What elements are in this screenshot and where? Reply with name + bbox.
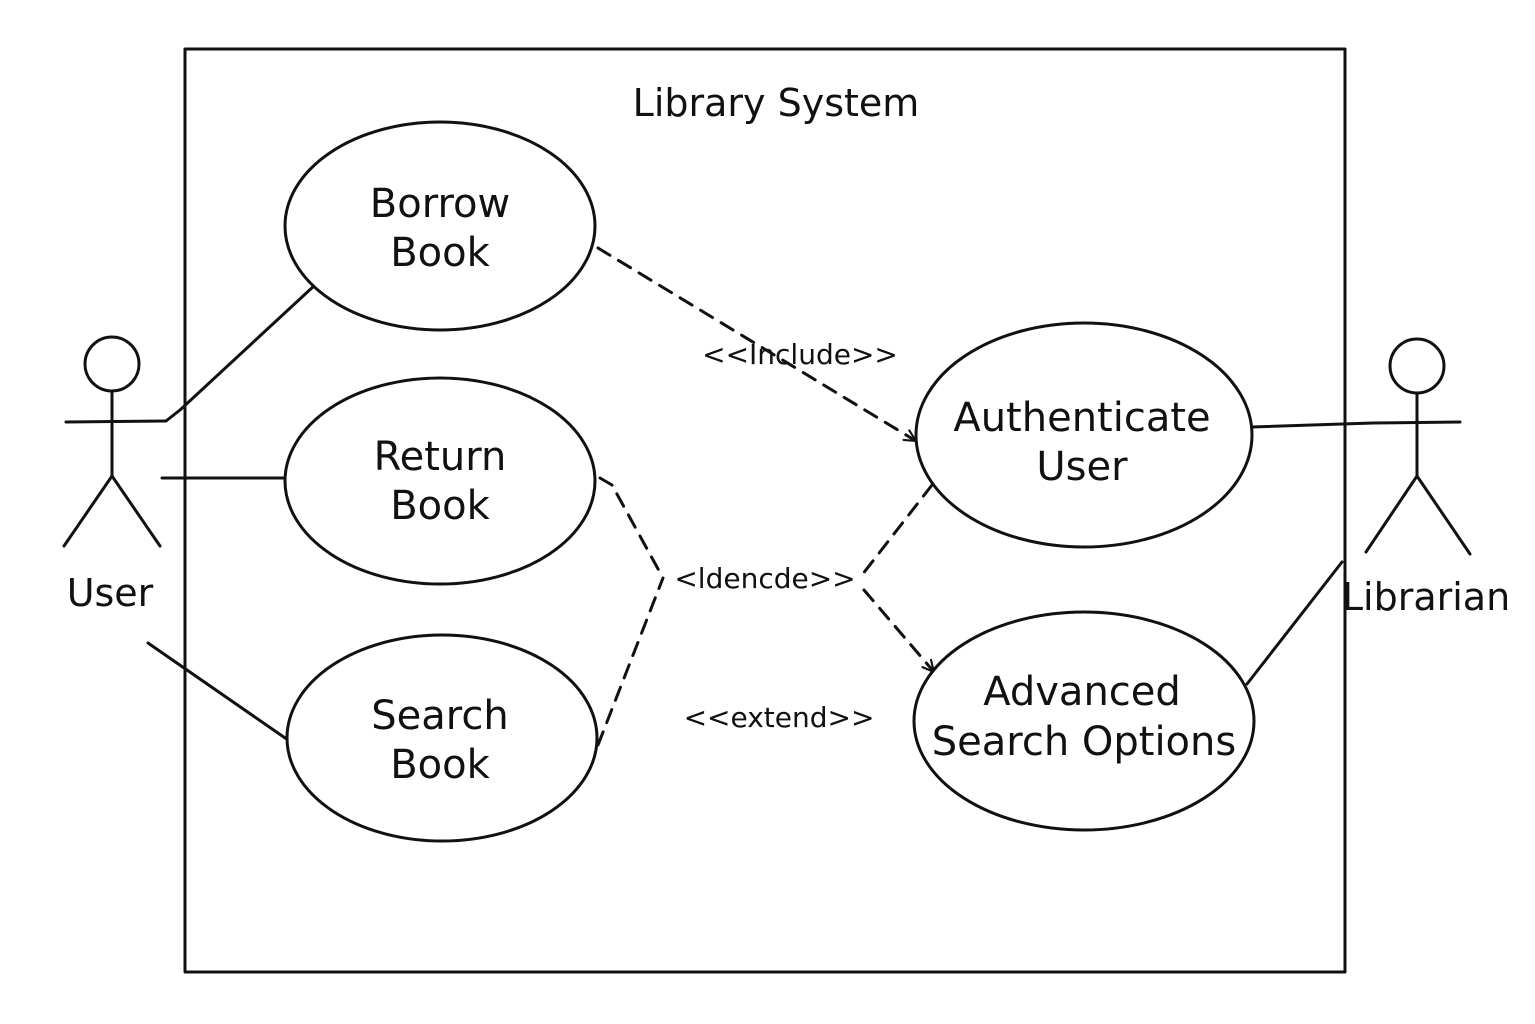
- association-librarian-authenticate-user: [1250, 421, 1375, 429]
- use-case-return-book-line2: Book: [390, 483, 490, 529]
- dependency-return-branch: [598, 476, 665, 580]
- dependency-search-branch: [596, 576, 665, 747]
- include-borrow-to-authenticate: [596, 246, 918, 443]
- use-case-advanced-search-line2: Search Options: [932, 719, 1236, 765]
- use-case-authenticate-user-shape: [914, 321, 1254, 549]
- use-case-borrow-book-line2: Book: [390, 230, 490, 276]
- use-case-return-book-shape: [283, 376, 597, 586]
- actor-user-arms: [64, 419, 168, 424]
- actor-librarian-arms: [1371, 420, 1462, 425]
- use-case-return-book-line1: Return: [374, 434, 507, 480]
- extend-stereotype-label: <<extend>>: [684, 701, 875, 734]
- use-case-advanced-search-line1: Advanced: [983, 669, 1181, 715]
- actor-user-left-leg: [62, 474, 114, 548]
- association-user-borrow-book: [164, 283, 317, 423]
- association-librarian-advanced-search: [1245, 560, 1344, 686]
- actor-user-label: User: [67, 571, 154, 615]
- use-case-authenticate-user-line1: Authenticate: [953, 395, 1210, 441]
- use-case-borrow-book[interactable]: Borrow Book: [283, 120, 597, 332]
- use-case-search-book[interactable]: Search Book: [285, 633, 599, 843]
- use-case-return-book[interactable]: Return Book: [283, 376, 597, 586]
- use-case-advanced-search[interactable]: Advanced Search Options: [912, 610, 1256, 832]
- actor-user-head: [83, 335, 141, 393]
- system-boundary: [183, 47, 1347, 974]
- use-case-borrow-book-line1: Borrow: [370, 181, 510, 227]
- dependency-to-advanced-search: [862, 588, 936, 674]
- use-case-search-book-line1: Search: [371, 693, 508, 739]
- association-user-search-book: [146, 641, 290, 742]
- actor-librarian[interactable]: Librarian: [1342, 337, 1510, 619]
- actor-librarian-head: [1388, 337, 1446, 395]
- dependency-authenticate-branch: [860, 483, 934, 577]
- actor-librarian-label: Librarian: [1342, 575, 1510, 619]
- actor-user-right-leg: [110, 474, 162, 548]
- actor-librarian-right-leg: [1415, 474, 1472, 556]
- idencde-stereotype-label: <ldencde>>: [674, 562, 855, 595]
- actor-librarian-left-leg: [1364, 474, 1419, 554]
- use-case-authenticate-user[interactable]: Authenticate User: [914, 321, 1254, 549]
- actor-user[interactable]: User: [62, 335, 168, 615]
- use-case-advanced-search-shape: [912, 610, 1256, 832]
- include-stereotype-label: <<Include>>: [702, 338, 898, 371]
- system-title: Library System: [633, 81, 920, 125]
- use-case-authenticate-user-line2: User: [1036, 444, 1128, 490]
- use-case-search-book-shape: [285, 633, 599, 843]
- use-case-borrow-book-shape: [283, 120, 597, 332]
- use-case-search-book-line2: Book: [390, 742, 490, 788]
